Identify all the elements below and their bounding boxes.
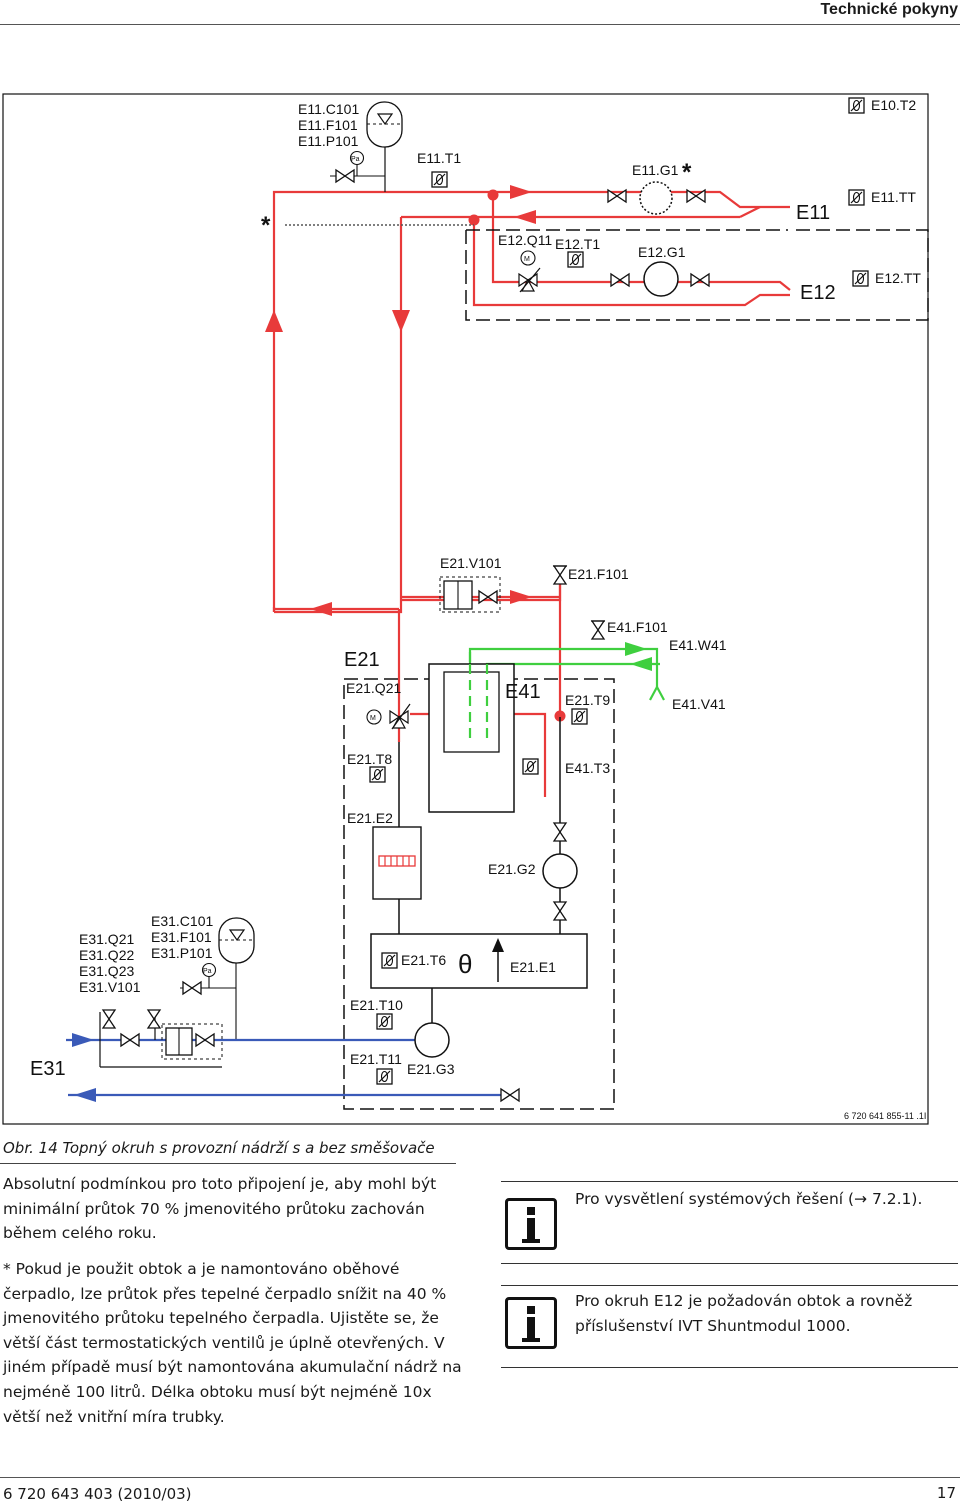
label-e21-q21: E21.Q21 (346, 680, 401, 696)
pump-star: * (682, 159, 692, 186)
e21-boundary (343, 678, 615, 1110)
label-e21-e1: E21.E1 (510, 959, 556, 975)
label-e41-t3: E41.T3 (565, 760, 610, 776)
arrow-right-return-e31 (72, 1033, 94, 1047)
arrow-up-supply (265, 310, 283, 332)
pressure-gauge-label: Pa (351, 156, 360, 163)
page-number: 17 (936, 1484, 956, 1502)
label-e21-v101: E21.V101 (440, 555, 502, 571)
dhw-tank-e41 (428, 663, 515, 813)
label-e12-t1: E12.T1 (555, 236, 600, 252)
info-text: Pro okruh E12 je požadován obtok a rovně… (575, 1292, 913, 1335)
expansion-vessel-e11: Pa (330, 101, 403, 192)
figure-caption: Obr. 14 Topný okruh s provozní nádrží s … (3, 1139, 435, 1157)
pump-e21-g2-icon (542, 853, 578, 889)
motor-label: M (524, 256, 530, 263)
page-header-title: Technické pokyny (820, 1, 958, 18)
info-divider (501, 1181, 958, 1182)
arrow-dhw-right (625, 642, 647, 656)
expansion-vessel-e31: Pa (180, 917, 255, 1040)
bypass-star: * (261, 212, 271, 239)
label-e12-g1: E12.G1 (638, 244, 686, 260)
arrow-left-supply-mid (310, 602, 332, 616)
info-divider (501, 1263, 958, 1264)
label-e11-tt: E11.TT (871, 189, 916, 205)
label-e21: E21 (344, 649, 380, 671)
figure-code: 6 720 641 855-11 .1I (844, 1111, 926, 1121)
label-e31-c101: E31.C101 (151, 913, 213, 929)
arrow-dhw-left (630, 657, 652, 671)
label-e12: E12 (800, 282, 836, 304)
label-e41-f101: E41.F101 (607, 619, 668, 635)
info-divider (501, 1285, 958, 1286)
label-e41: E41 (505, 681, 541, 703)
motor-e12-q11-icon (520, 250, 536, 266)
junction-dot (468, 214, 480, 226)
label-e31-q21: E31.Q21 (79, 931, 134, 947)
label-e31-p101: E31.P101 (151, 945, 213, 961)
label-e21-t11: E21.T11 (350, 1051, 402, 1067)
label-e31-f101: E31.F101 (151, 929, 212, 945)
diagram-frame (2, 93, 929, 1125)
info-icon (505, 1198, 557, 1250)
label-e21-g3: E21.G3 (407, 1061, 455, 1077)
junction-dot (487, 189, 499, 201)
label-e41-w41: E41.W41 (669, 637, 727, 653)
label-e21-t8: E21.T8 (347, 751, 392, 767)
info-text: Pro vysvětlení systémových řešení (→ 7.2… (575, 1190, 923, 1208)
info-icon (505, 1297, 557, 1349)
mixing-valve-e12-q11 (518, 267, 541, 293)
label-e31: E31 (30, 1058, 66, 1080)
label-e12-tt: E12.TT (875, 270, 921, 286)
header-divider (0, 24, 960, 25)
label-e11-f101: E11.F101 (298, 117, 358, 133)
overflow-valve-e21-v101 (439, 576, 501, 613)
heat-pump-e21-e1 (370, 933, 588, 989)
compressor-symbol: θ (458, 949, 472, 979)
label-e11: E11 (796, 202, 830, 224)
arrow-right-supply-top (510, 185, 532, 199)
label-e11-p101: E11.P101 (298, 133, 359, 149)
hydraulic-diagram: * Pa E11.C101 E11.F101 E11.P101 E11.T1 E… (2, 93, 929, 1125)
label-e31-v101: E31.V101 (79, 979, 141, 995)
label-e31-q22: E31.Q22 (79, 947, 134, 963)
label-e11-g1: E11.G1 (632, 162, 679, 178)
document-number: 6 720 643 403 (2010/03) (3, 1485, 192, 1503)
label-e41-v41: E41.V41 (672, 696, 726, 712)
label-e21-t6: E21.T6 (401, 952, 446, 968)
motor-e21-q21-icon (366, 709, 382, 725)
footer-divider (0, 1477, 960, 1478)
label-e11-t1: E11.T1 (417, 150, 461, 166)
motor-label: M (370, 715, 376, 722)
label-e21-f101: E21.F101 (568, 566, 629, 582)
label-e21-t10: E21.T10 (350, 997, 403, 1013)
label-e10-t2: E10.T2 (871, 97, 916, 113)
label-e21-t9: E21.T9 (565, 692, 610, 708)
arrow-right-supply-mid (510, 590, 532, 604)
label-e11-c101: E11.C101 (298, 101, 359, 117)
caption-divider (0, 1163, 456, 1164)
arrow-left-return-top (514, 210, 536, 224)
pump-e21-g3-icon (414, 1022, 450, 1058)
label-e31-q23: E31.Q23 (79, 963, 134, 979)
mixing-valve-e21-q21 (389, 703, 411, 730)
pump-e12-g1-icon (643, 261, 679, 297)
junction-dot (554, 710, 566, 722)
info-divider (501, 1367, 958, 1368)
pressure-gauge-label: Pa (203, 968, 212, 975)
arrow-down-return (392, 310, 410, 332)
arrow-left-return-e31 (74, 1088, 96, 1102)
label-e21-e2: E21.E2 (347, 810, 393, 826)
label-e21-g2: E21.G2 (488, 861, 536, 877)
paragraph-bypass-note: * Pokud je použit obtok a je namontováno… (3, 1260, 462, 1426)
pump-e11-g1-icon (639, 181, 673, 215)
label-e12-q11: E12.Q11 (498, 232, 552, 248)
top-circuit (272, 190, 791, 612)
paragraph-requirement: Absolutní podmínkou pro toto připojení j… (3, 1175, 437, 1243)
overflow-valve-e31-v101 (161, 1023, 223, 1060)
e12-boundary (465, 229, 929, 321)
